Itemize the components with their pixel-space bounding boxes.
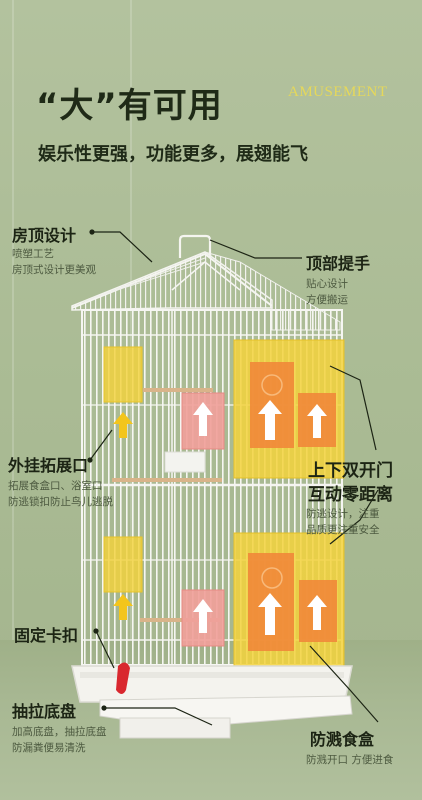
doors-line-1: 防逃设计，注重	[306, 508, 380, 520]
doors-line-2: 品质更注重安全	[306, 524, 380, 536]
wall-panel-line	[12, 0, 14, 660]
up-arrow-icon	[193, 599, 213, 633]
cage-roof	[71, 251, 273, 311]
expansion-line-1: 拓展食盒口、浴室口	[8, 480, 103, 492]
subheadline: 娱乐性更强，功能更多，展翅能飞	[38, 144, 308, 165]
feeder-title: 防溅食盒	[310, 730, 375, 749]
expansion-door-upper	[103, 346, 143, 403]
expansion-door-lower	[103, 536, 143, 593]
expansion-title: 外挂拓展口	[8, 456, 89, 475]
doors-title-line-1: 上下双开门	[308, 461, 393, 481]
up-arrow-icon	[258, 593, 282, 635]
handle-line-2: 方便搬运	[306, 294, 348, 306]
feeder-line-1: 防溅开口 方便进食	[306, 754, 394, 766]
tray-line-2: 防漏粪便易清洗	[12, 742, 86, 754]
up-arrow-icon	[193, 402, 213, 436]
feeder-cup-upper	[164, 451, 206, 473]
expansion-line-2: 防逃锁扣防止鸟儿逃脱	[8, 496, 113, 508]
doors-title-line-2: 互动零距离	[308, 485, 393, 505]
perch	[140, 618, 220, 622]
heart-swirl-icon	[261, 374, 283, 396]
up-arrow-icon	[258, 400, 282, 440]
top-handle	[178, 234, 212, 258]
red-clip	[116, 662, 130, 694]
headline: “大”有可用	[36, 86, 223, 126]
up-arrow-icon	[113, 412, 133, 438]
clip-title: 固定卡扣	[14, 626, 79, 645]
heart-swirl-icon	[261, 567, 283, 589]
roof-line-2: 房顶式设计更美观	[12, 264, 96, 276]
up-arrow-icon	[113, 594, 133, 620]
perch	[112, 478, 222, 482]
tray-title: 抽拉底盘	[12, 702, 77, 721]
up-arrow-icon	[307, 404, 327, 438]
roof-title: 房顶设计	[12, 226, 77, 245]
tray-line-1: 加高底盘，抽拉底盘	[12, 726, 107, 738]
drawer-front	[119, 717, 231, 739]
handle-line-1: 贴心设计	[306, 278, 348, 290]
brand-text: AMUSEMENT	[288, 84, 388, 100]
roof-line-1: 喷塑工艺	[12, 248, 54, 260]
up-arrow-icon	[307, 595, 327, 630]
handle-title: 顶部提手	[306, 254, 371, 273]
perch	[143, 388, 213, 392]
